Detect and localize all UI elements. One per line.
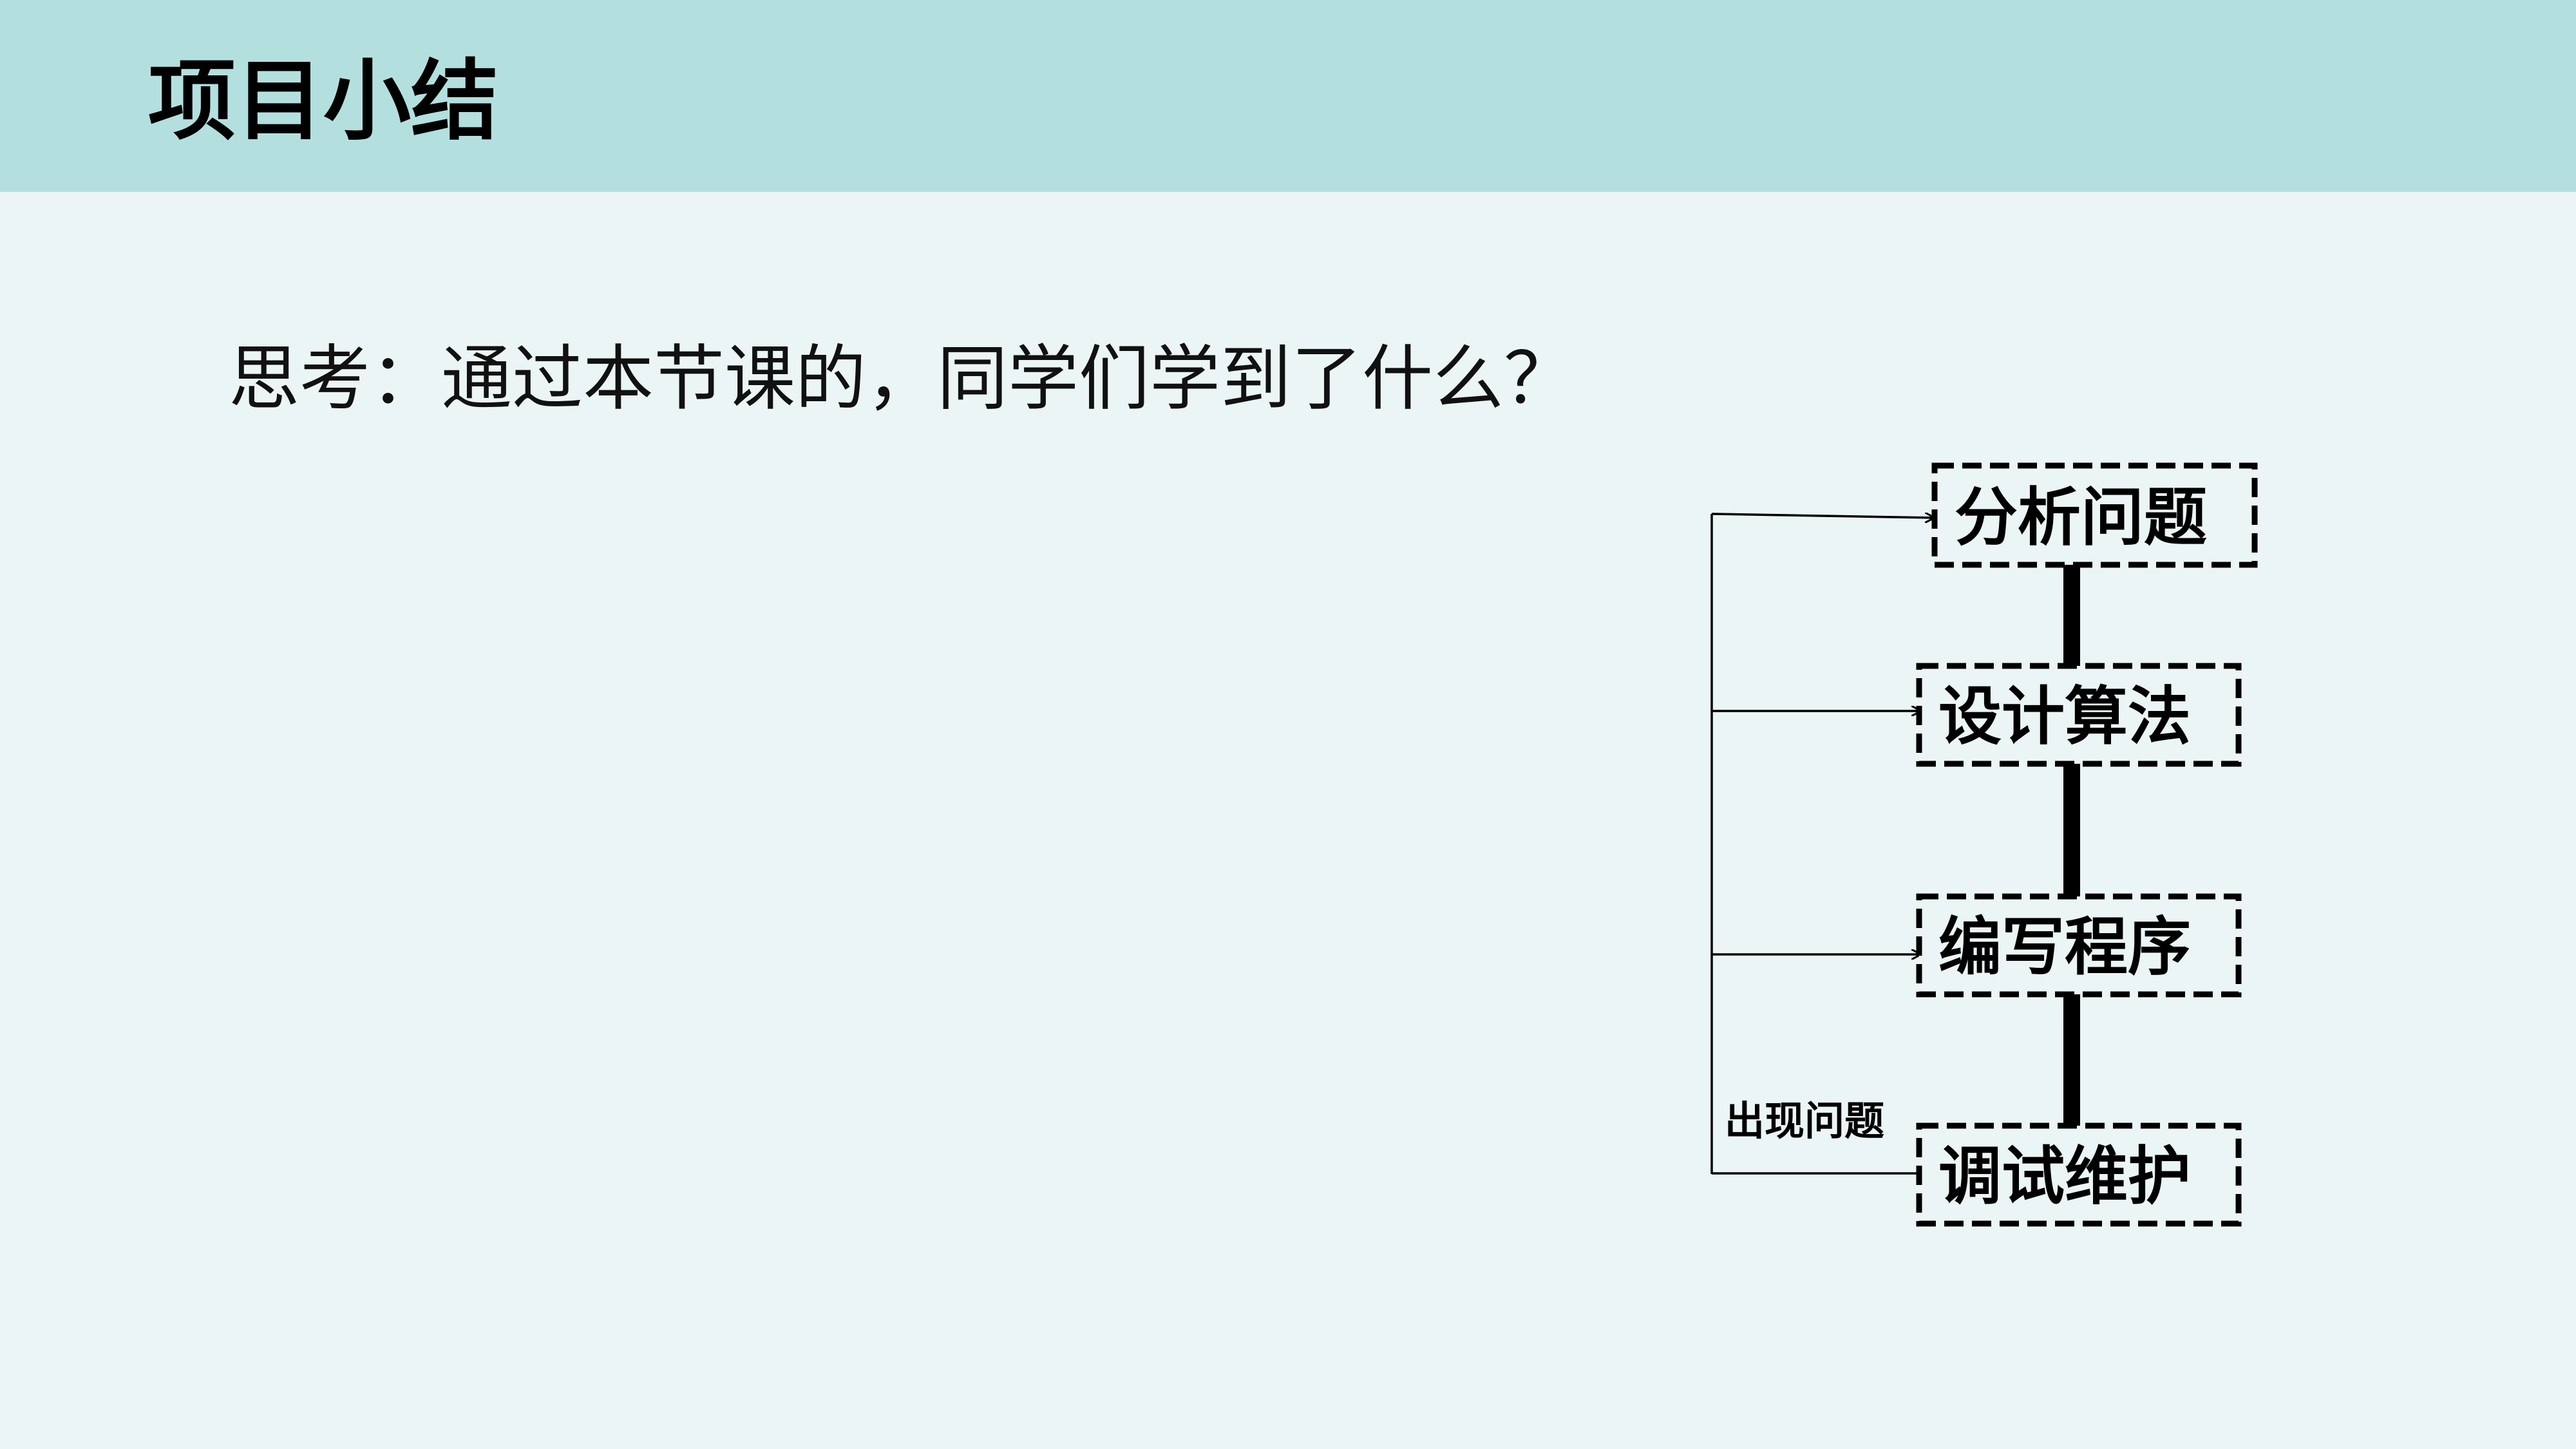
slide-title: 项目小结	[148, 51, 498, 153]
step-box-3	[1916, 893, 2242, 998]
step-box-4	[1916, 1122, 2242, 1227]
step-box-1	[1931, 462, 2258, 568]
question-text: 思考：通过本节课的，同学们学到了什么？	[229, 337, 1575, 420]
feedback-arrow-to-step-1	[1711, 514, 1934, 518]
step-label-1: 分析问题	[1955, 481, 2207, 554]
step-label-4: 调试维护	[1938, 1140, 2191, 1213]
header-bar: 项目小结	[0, 0, 2576, 192]
step-box-2	[1916, 663, 2242, 767]
feedback-label: 出现问题	[1725, 1097, 1884, 1144]
step-label-2: 设计算法	[1938, 680, 2191, 753]
step-label-3: 编写程序	[1938, 911, 2191, 984]
